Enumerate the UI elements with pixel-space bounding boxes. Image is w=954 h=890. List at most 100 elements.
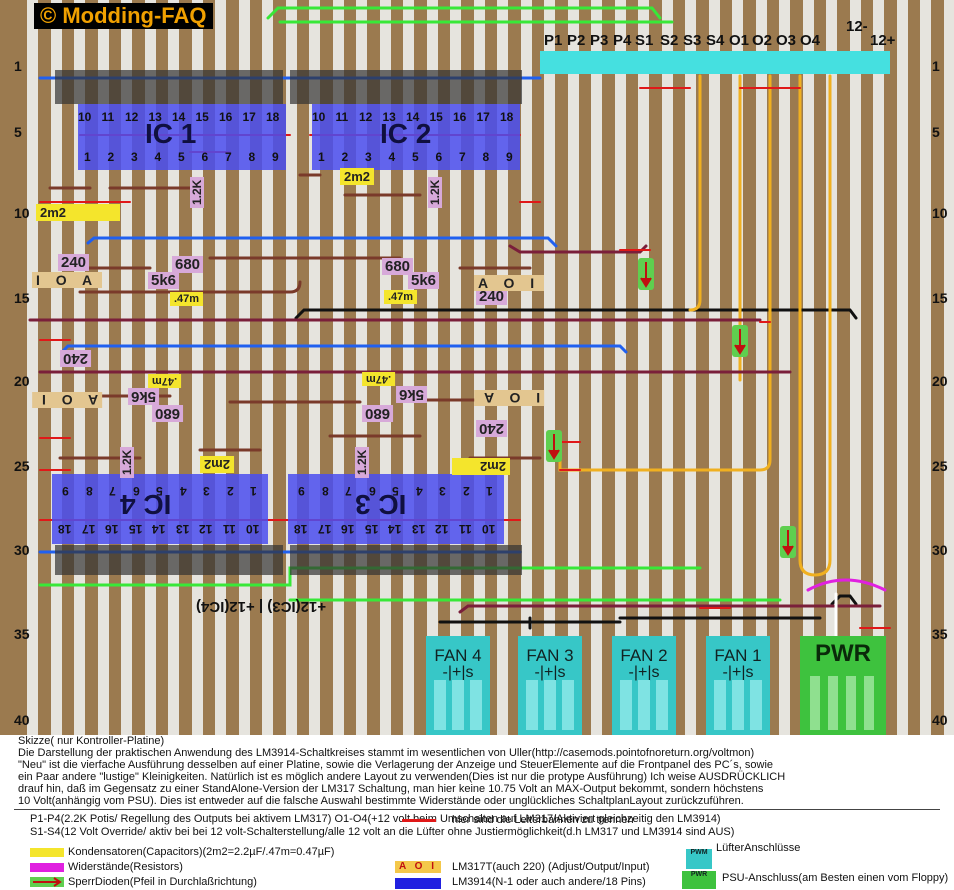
fan-pin [714,680,726,730]
ic-pin-number: 18 [266,110,280,124]
ic-pin-number: 8 [482,150,490,164]
ic-pin-number: 3 [365,150,372,164]
legend-lm3914: LM3914(N-1 oder auch andere/18 Pins) [452,876,646,888]
copper-strip [849,0,861,735]
row-number: 40 [14,712,30,728]
ic-pin-number: 17 [476,110,490,124]
copper-strip [144,0,156,735]
copper-strip [544,0,555,735]
ic-pin-number: 12 [359,110,373,124]
copper-strip [661,0,673,735]
wire-orange-1 [688,74,702,312]
copper-strip [215,0,226,735]
resistor-240: 240 [58,254,90,271]
row-number: 5 [14,124,22,140]
fan-pin [434,680,446,730]
copper-strip [450,0,461,735]
header-label: 12+ [870,32,896,49]
fan-pin [544,680,556,730]
resistor-680: 680 [172,256,204,273]
ic1-rail [55,70,283,104]
header-label: S3 [683,32,702,49]
copper-strip [708,0,720,735]
ic-pin-number: 11 [101,110,115,124]
fan-pin [452,680,464,730]
ic-pin-number: 6 [435,150,443,164]
pwr-pin [828,676,838,730]
copper-strip [309,0,320,735]
divider [14,809,940,810]
fan1-label: FAN 1 [714,646,762,665]
title-banner: © Modding-FAQ [34,3,213,29]
ic-pin-number: 16 [453,110,467,124]
copper-strip [943,0,954,735]
ic-pin-number: 6 [201,150,209,164]
copper-strip [356,0,367,735]
capacitor-047: .47m [170,292,204,306]
ic2-rail [290,70,522,104]
copper-strip [285,0,297,735]
fan2-connector: FAN 2 -|+|s [612,636,676,735]
wire-maroon-4 [458,604,882,614]
description-line: 10 Volt(anhängig vom PSU). Dies ist entw… [18,795,744,807]
header-label: O1 [729,32,750,49]
ic-pin-number: 15 [195,110,209,124]
ic-pin-number: 11 [335,110,349,124]
copper-strip [896,0,908,735]
fan3-pins-label: -|+|s [534,664,566,681]
legend-trace-cut: hier sind die Leiterbahnen zu trennen [452,814,634,826]
fan3-label: FAN 3 [526,646,574,665]
wire-orange-3 [558,74,772,472]
wire-magenta [806,578,887,592]
resistor-240: 240 [476,288,508,305]
ic-pin-number: 8 [248,150,256,164]
wire-blue-mid [86,236,558,248]
row-number: 5 [932,124,940,140]
ic-pin-number: 12 [125,110,139,124]
resistor-680: 680 [382,258,414,275]
row-number: 10 [14,205,30,221]
ic-pin-number: 9 [272,150,279,164]
ic-pin-number: 15 [429,110,443,124]
header-label: O2 [752,32,773,49]
copper-strip [168,0,179,735]
legend-p-line: P1-P4(2.2K Potis/ Regellung des Outputs … [30,813,721,825]
capacitor-047: .47m [384,290,418,304]
description-line: ein Paar andere "lustige" Kleinigkeiten.… [18,771,786,783]
pwr-pin [846,676,856,730]
copper-strip [732,0,743,735]
row-number: 1 [14,58,22,74]
ic-pin-number: 10 [78,110,92,124]
ic3-rail [290,545,522,575]
row-number: 20 [14,373,30,389]
fan-pin [732,680,744,730]
copper-strip [27,0,38,735]
ic-pin-number: 18 [500,110,514,124]
plus12-label: +12(IC3) | +12(IC4) [196,598,327,615]
fan-pin [562,680,574,730]
ic-pin-number: 14 [172,110,186,124]
copper-strip [238,0,250,735]
ic3-body [288,474,504,544]
header-label: O3 [776,32,797,49]
fan-pin [750,680,762,730]
resistor-5k6: 5k6 [148,272,180,289]
lm317-regulator: I O A [32,272,103,288]
wire-brown-1 [48,173,422,197]
copper-strip [779,0,790,735]
ic1-label: IC 1 [145,118,197,149]
ic-pin-number: 2 [107,150,115,164]
header-label: O4 [800,32,821,49]
lm3914-swatch [395,878,441,889]
wire-green-top [266,6,662,20]
copper-strip [403,0,414,735]
ic1-body [78,104,286,170]
ic-pin-number: 1 [318,150,325,164]
ic-pin-number: 5 [178,150,185,164]
legend-resistors: Widerstände(Resistors) [68,861,183,873]
ic-pin-number: 2 [341,150,349,164]
copper-strip [755,0,767,735]
ic-pin-number: 16 [219,110,233,124]
row-number: 15 [14,290,30,306]
copper-strip [685,0,696,735]
